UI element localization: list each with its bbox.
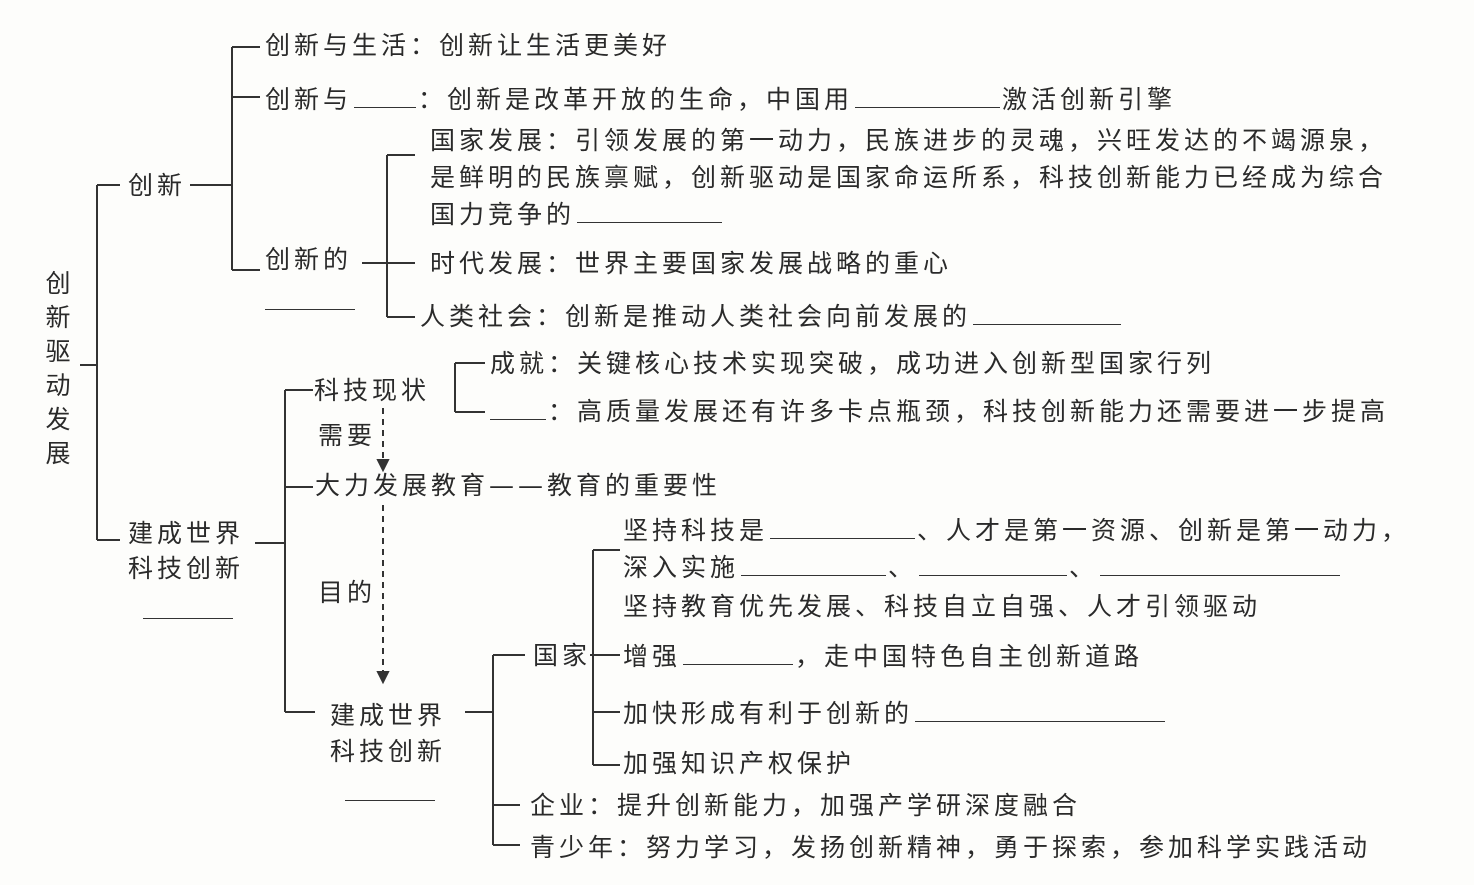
role-nation-1: 国家发展：引领发展的第一动力，民族进步的灵魂，兴旺发达的不竭源泉，	[430, 126, 1388, 155]
state-item-2: 深入实施 、 、	[623, 551, 1342, 584]
text: 创新与	[265, 85, 353, 114]
label-need: 需要	[318, 421, 377, 450]
blank	[265, 309, 355, 310]
status-achieve: 成就：关键核心技术实现突破，成功进入创新型国家行列	[490, 349, 1216, 378]
text: ：创新是改革开放的生命，中国用	[418, 85, 854, 114]
node-target-1: 建成世界	[330, 701, 447, 730]
blank	[490, 395, 546, 420]
text: 加快形成有利于创新的	[623, 699, 914, 728]
state-item-5: 加快形成有利于创新的	[623, 697, 1167, 730]
node-enterprise: 企业：提升创新能力，加强产学研深度融合	[530, 791, 1082, 820]
node-innovation: 创新	[128, 171, 187, 200]
root-title: 创新驱动发展	[42, 270, 71, 474]
role-era: 时代发展：世界主要国家发展战略的重心	[430, 249, 953, 278]
text: ，走中国特色自主创新道路	[795, 642, 1144, 671]
state-item-4: 增强 ，走中国特色自主创新道路	[623, 640, 1143, 673]
blank	[577, 198, 723, 223]
text: 、人才是第一资源、创新是第一动力，	[917, 516, 1411, 545]
blank	[855, 83, 1001, 108]
text: 人类社会：创新是推动人类社会向前发展的	[420, 302, 972, 331]
state-item-1: 坚持科技是 、人才是第一资源、创新是第一动力，	[623, 514, 1410, 547]
blank	[354, 83, 417, 108]
text: 国力竞争的	[430, 200, 576, 229]
text: 激活创新引擎	[1002, 85, 1177, 114]
state-item-3: 坚持教育优先发展、科技自立自强、人才引领驱动	[623, 592, 1262, 621]
blank	[915, 697, 1166, 722]
node-power-2: 科技创新	[128, 554, 245, 583]
node-youth: 青少年：努力学习，发扬创新精神，勇于探索，参加科学实践活动	[530, 833, 1372, 862]
innovation-life: 创新与生活：创新让生活更美好	[265, 31, 672, 60]
node-innovation-role: 创新的	[265, 245, 353, 274]
text: 、	[888, 553, 918, 582]
blank	[345, 800, 435, 801]
blank	[1100, 551, 1341, 576]
blank	[143, 618, 233, 619]
blank	[919, 551, 1068, 576]
node-state: 国家	[533, 641, 592, 670]
node-target-2: 科技创新	[330, 737, 447, 766]
text: 深入实施	[623, 553, 740, 582]
blank	[741, 551, 887, 576]
role-nation-2: 是鲜明的民族禀赋，创新驱动是国家命运所系，科技创新能力已经成为综合	[430, 163, 1388, 192]
blank	[973, 300, 1122, 325]
innovation-reform: 创新与 ：创新是改革开放的生命，中国用 激活创新引擎	[265, 83, 1176, 116]
text: ：高质量发展还有许多卡点瓶颈，科技创新能力还需要进一步提高	[548, 397, 1390, 426]
status-problem: ：高质量发展还有许多卡点瓶颈，科技创新能力还需要进一步提高	[488, 395, 1389, 428]
node-education: 大力发展教育——教育的重要性	[315, 471, 722, 500]
text: 、	[1069, 553, 1099, 582]
role-nation-3: 国力竞争的	[430, 198, 724, 231]
blank	[683, 640, 794, 665]
role-society: 人类社会：创新是推动人类社会向前发展的	[420, 300, 1123, 333]
blank	[770, 514, 916, 539]
label-goal: 目的	[318, 578, 377, 607]
text: 增强	[623, 642, 682, 671]
node-power-1: 建成世界	[128, 519, 245, 548]
node-status: 科技现状	[314, 376, 431, 405]
state-item-6: 加强知识产权保护	[623, 749, 856, 778]
text: 坚持科技是	[623, 516, 769, 545]
